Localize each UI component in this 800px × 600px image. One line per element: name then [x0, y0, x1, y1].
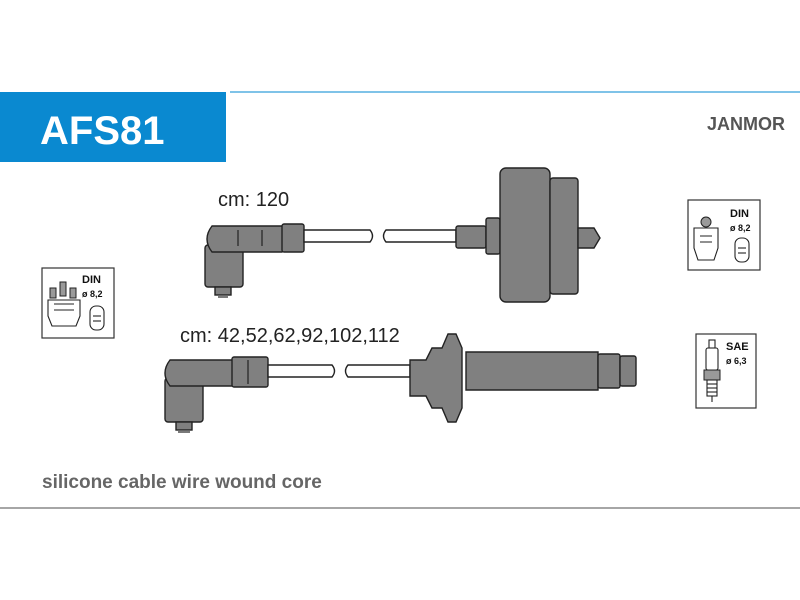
cable-top-segment-2: [382, 229, 457, 243]
din-right-diameter: ø 8,2: [730, 223, 751, 233]
cable-top: cm: 120: [204, 167, 601, 303]
angled-boot-top: [204, 223, 305, 298]
distributor-cap-icon: [693, 216, 719, 261]
header: AFS81 JANMOR: [0, 91, 800, 162]
sae-diameter: ø 6,3: [726, 356, 747, 366]
brand-name: JANMOR: [707, 114, 785, 134]
product-code-badge: [0, 92, 226, 162]
terminal-icon: [734, 237, 750, 263]
spark-plug-boot: [409, 333, 637, 423]
cable-bottom-segment-2: [344, 364, 411, 378]
coil-connector: [455, 167, 601, 303]
cable-top-segment-1: [303, 229, 374, 243]
standard-sae: SAE ø 6,3: [695, 333, 757, 409]
terminal-icon: [89, 305, 105, 331]
cable-bottom: cm: 42,52,62,92,102,112: [164, 325, 637, 433]
standard-din-left: DIN ø 8,2: [41, 267, 115, 339]
footer: silicone cable wire wound core: [0, 472, 800, 509]
sae-name: SAE: [726, 341, 749, 353]
din-right-name: DIN: [730, 208, 749, 220]
cable-description: silicone cable wire wound core: [42, 472, 322, 493]
din-left-diameter: ø 8,2: [82, 289, 103, 299]
standard-din-right: DIN ø 8,2: [687, 199, 761, 271]
distributor-cap-icon: [47, 281, 81, 327]
angled-boot-bottom: [164, 356, 269, 433]
cable-top-length-label: cm: 120: [218, 189, 289, 211]
spark-plug-icon: [703, 339, 721, 402]
cable-bottom-segment-1: [267, 364, 336, 378]
din-left-name: DIN: [82, 274, 101, 286]
product-code: AFS81: [40, 109, 165, 153]
cable-bottom-length-label: cm: 42,52,62,92,102,112: [180, 325, 400, 347]
